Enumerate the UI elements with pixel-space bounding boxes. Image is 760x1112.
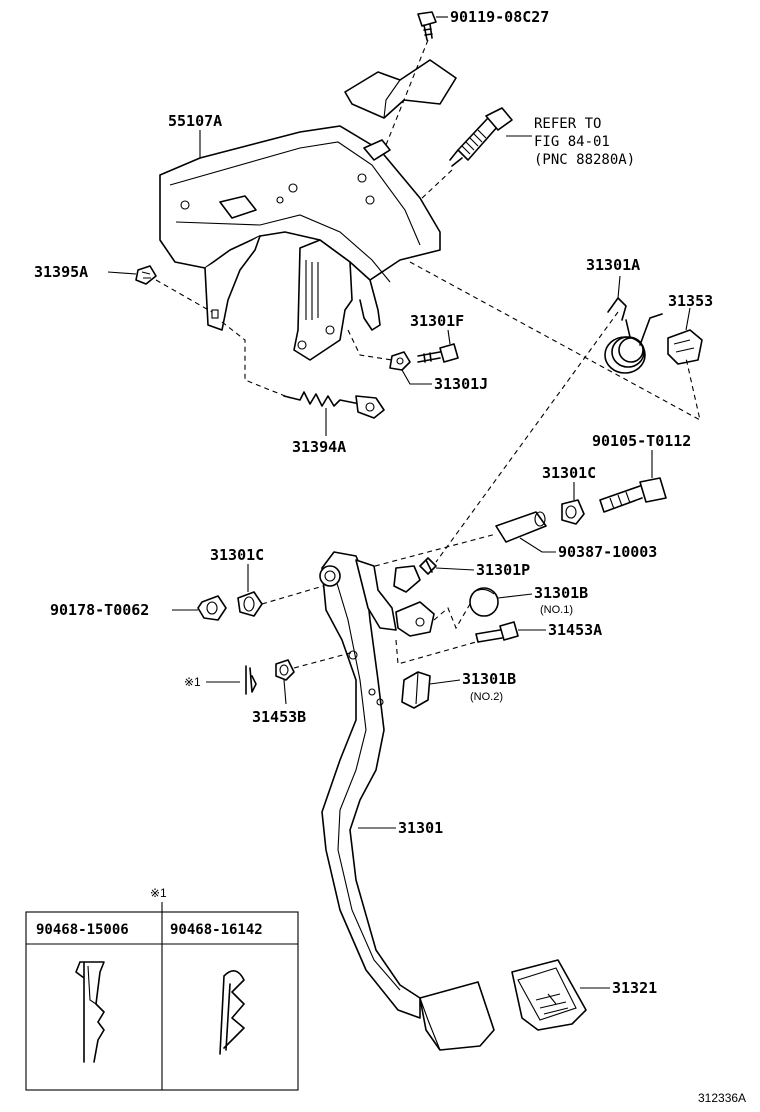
leader-31353: [685, 307, 691, 331]
leader-31301f: [447, 329, 451, 345]
stopper-31301b-no1: [469, 587, 499, 617]
bolt-31301f: [417, 343, 459, 363]
label-31453b: 31453B: [252, 708, 306, 726]
bolt-90105-t0112: [599, 477, 667, 513]
label-31301f: 31301F: [410, 312, 464, 330]
note-mark-1: ※1: [184, 675, 201, 689]
label-31453a: 31453A: [548, 621, 602, 639]
spring-31394a: [283, 391, 385, 419]
table-col1-header: 90468-15006: [36, 922, 129, 938]
leader-31301b-no2: [429, 679, 461, 685]
dash-clip-to-spring: [155, 279, 291, 399]
label-31394a: 31394A: [292, 438, 346, 456]
label-90105-t0112: 90105-T0112: [592, 432, 691, 450]
table-col2-header: 90468-16142: [170, 922, 263, 938]
dash-spring-to-clip: [435, 311, 619, 563]
dash-pin-to-pedal: [395, 639, 477, 665]
label-31301: 31301: [398, 819, 443, 837]
label-90387-10003: 90387-10003: [558, 543, 657, 561]
leader-31301b-no1: [497, 593, 533, 599]
leader-31301p: [435, 567, 475, 571]
nut-31301j: [389, 351, 411, 371]
label-31395a: 31395A: [34, 263, 88, 281]
label-refer-to-line3: (PNC 88280A): [534, 152, 635, 168]
nut-90178-t0062: [197, 595, 227, 621]
dash-switch: [419, 169, 453, 201]
leader-90387: [519, 537, 556, 553]
clip-31301p: [419, 557, 437, 575]
pedal-pad-31321: [511, 959, 587, 1031]
label-31301b-no2-sub: (NO.2): [470, 691, 503, 703]
leader-31395a: [107, 271, 137, 275]
clip-90468-16142-illustration: [219, 970, 245, 1055]
dash-clevis-to-ball: [433, 603, 471, 630]
label-31301c-left: 31301C: [210, 546, 264, 564]
brake-pedal-lever-31301: [319, 551, 495, 1051]
dash-washer-to-pedal: [293, 651, 355, 669]
bushing-31301c-left: [237, 591, 263, 617]
pedal-support-bracket-55107a: [159, 125, 441, 361]
collar-90387-10003: [495, 511, 547, 543]
clip-90468-15006-illustration: [75, 961, 105, 1063]
dash-bracket-to-bolt: [409, 261, 701, 422]
label-31301j: 31301J: [434, 375, 488, 393]
bushing-31301c-right: [561, 499, 585, 525]
label-31353: 31353: [668, 292, 713, 310]
label-31301a: 31301A: [586, 256, 640, 274]
label-31301p: 31301P: [476, 561, 530, 579]
label-31301b-no1: 31301B: [534, 584, 588, 602]
dash-bracket-to-nut: [347, 329, 393, 361]
leader-31301a: [617, 275, 621, 299]
figure-code: 312336A: [698, 1091, 746, 1105]
stopper-31301b-no2: [401, 671, 431, 709]
label-refer-to-line1: REFER TO: [534, 116, 601, 132]
spring-31301a: [604, 297, 663, 374]
clip-31395a: [135, 265, 157, 285]
stop-lamp-bracket: [344, 59, 457, 119]
pin-31453a: [475, 621, 519, 643]
label-31301b-no2: 31301B: [462, 670, 516, 688]
washer-31453b: [275, 659, 295, 681]
leader-31453b: [283, 679, 287, 705]
stop-lamp-switch: [449, 107, 513, 167]
table-ref-mark: ※1: [150, 886, 167, 900]
bolt-90119-08c27: [417, 11, 437, 41]
label-31321: 31321: [612, 979, 657, 997]
leader-31301j: [401, 369, 432, 385]
dash-bushing-to-pedal: [261, 583, 331, 605]
label-31301c-right: 31301C: [542, 464, 596, 482]
pin-clip-symbol: [245, 665, 257, 695]
cushion-31353: [667, 329, 703, 365]
label-90178-t0062: 90178-T0062: [50, 601, 149, 619]
label-90119-08c27: 90119-08C27: [450, 8, 549, 26]
label-refer-to-line2: FIG 84-01: [534, 134, 610, 150]
label-31301b-no1-sub: (NO.1): [540, 604, 573, 616]
clip-reference-table: ※1 90468-15006 90468-16142: [25, 886, 299, 1091]
label-55107a: 55107A: [168, 112, 222, 130]
